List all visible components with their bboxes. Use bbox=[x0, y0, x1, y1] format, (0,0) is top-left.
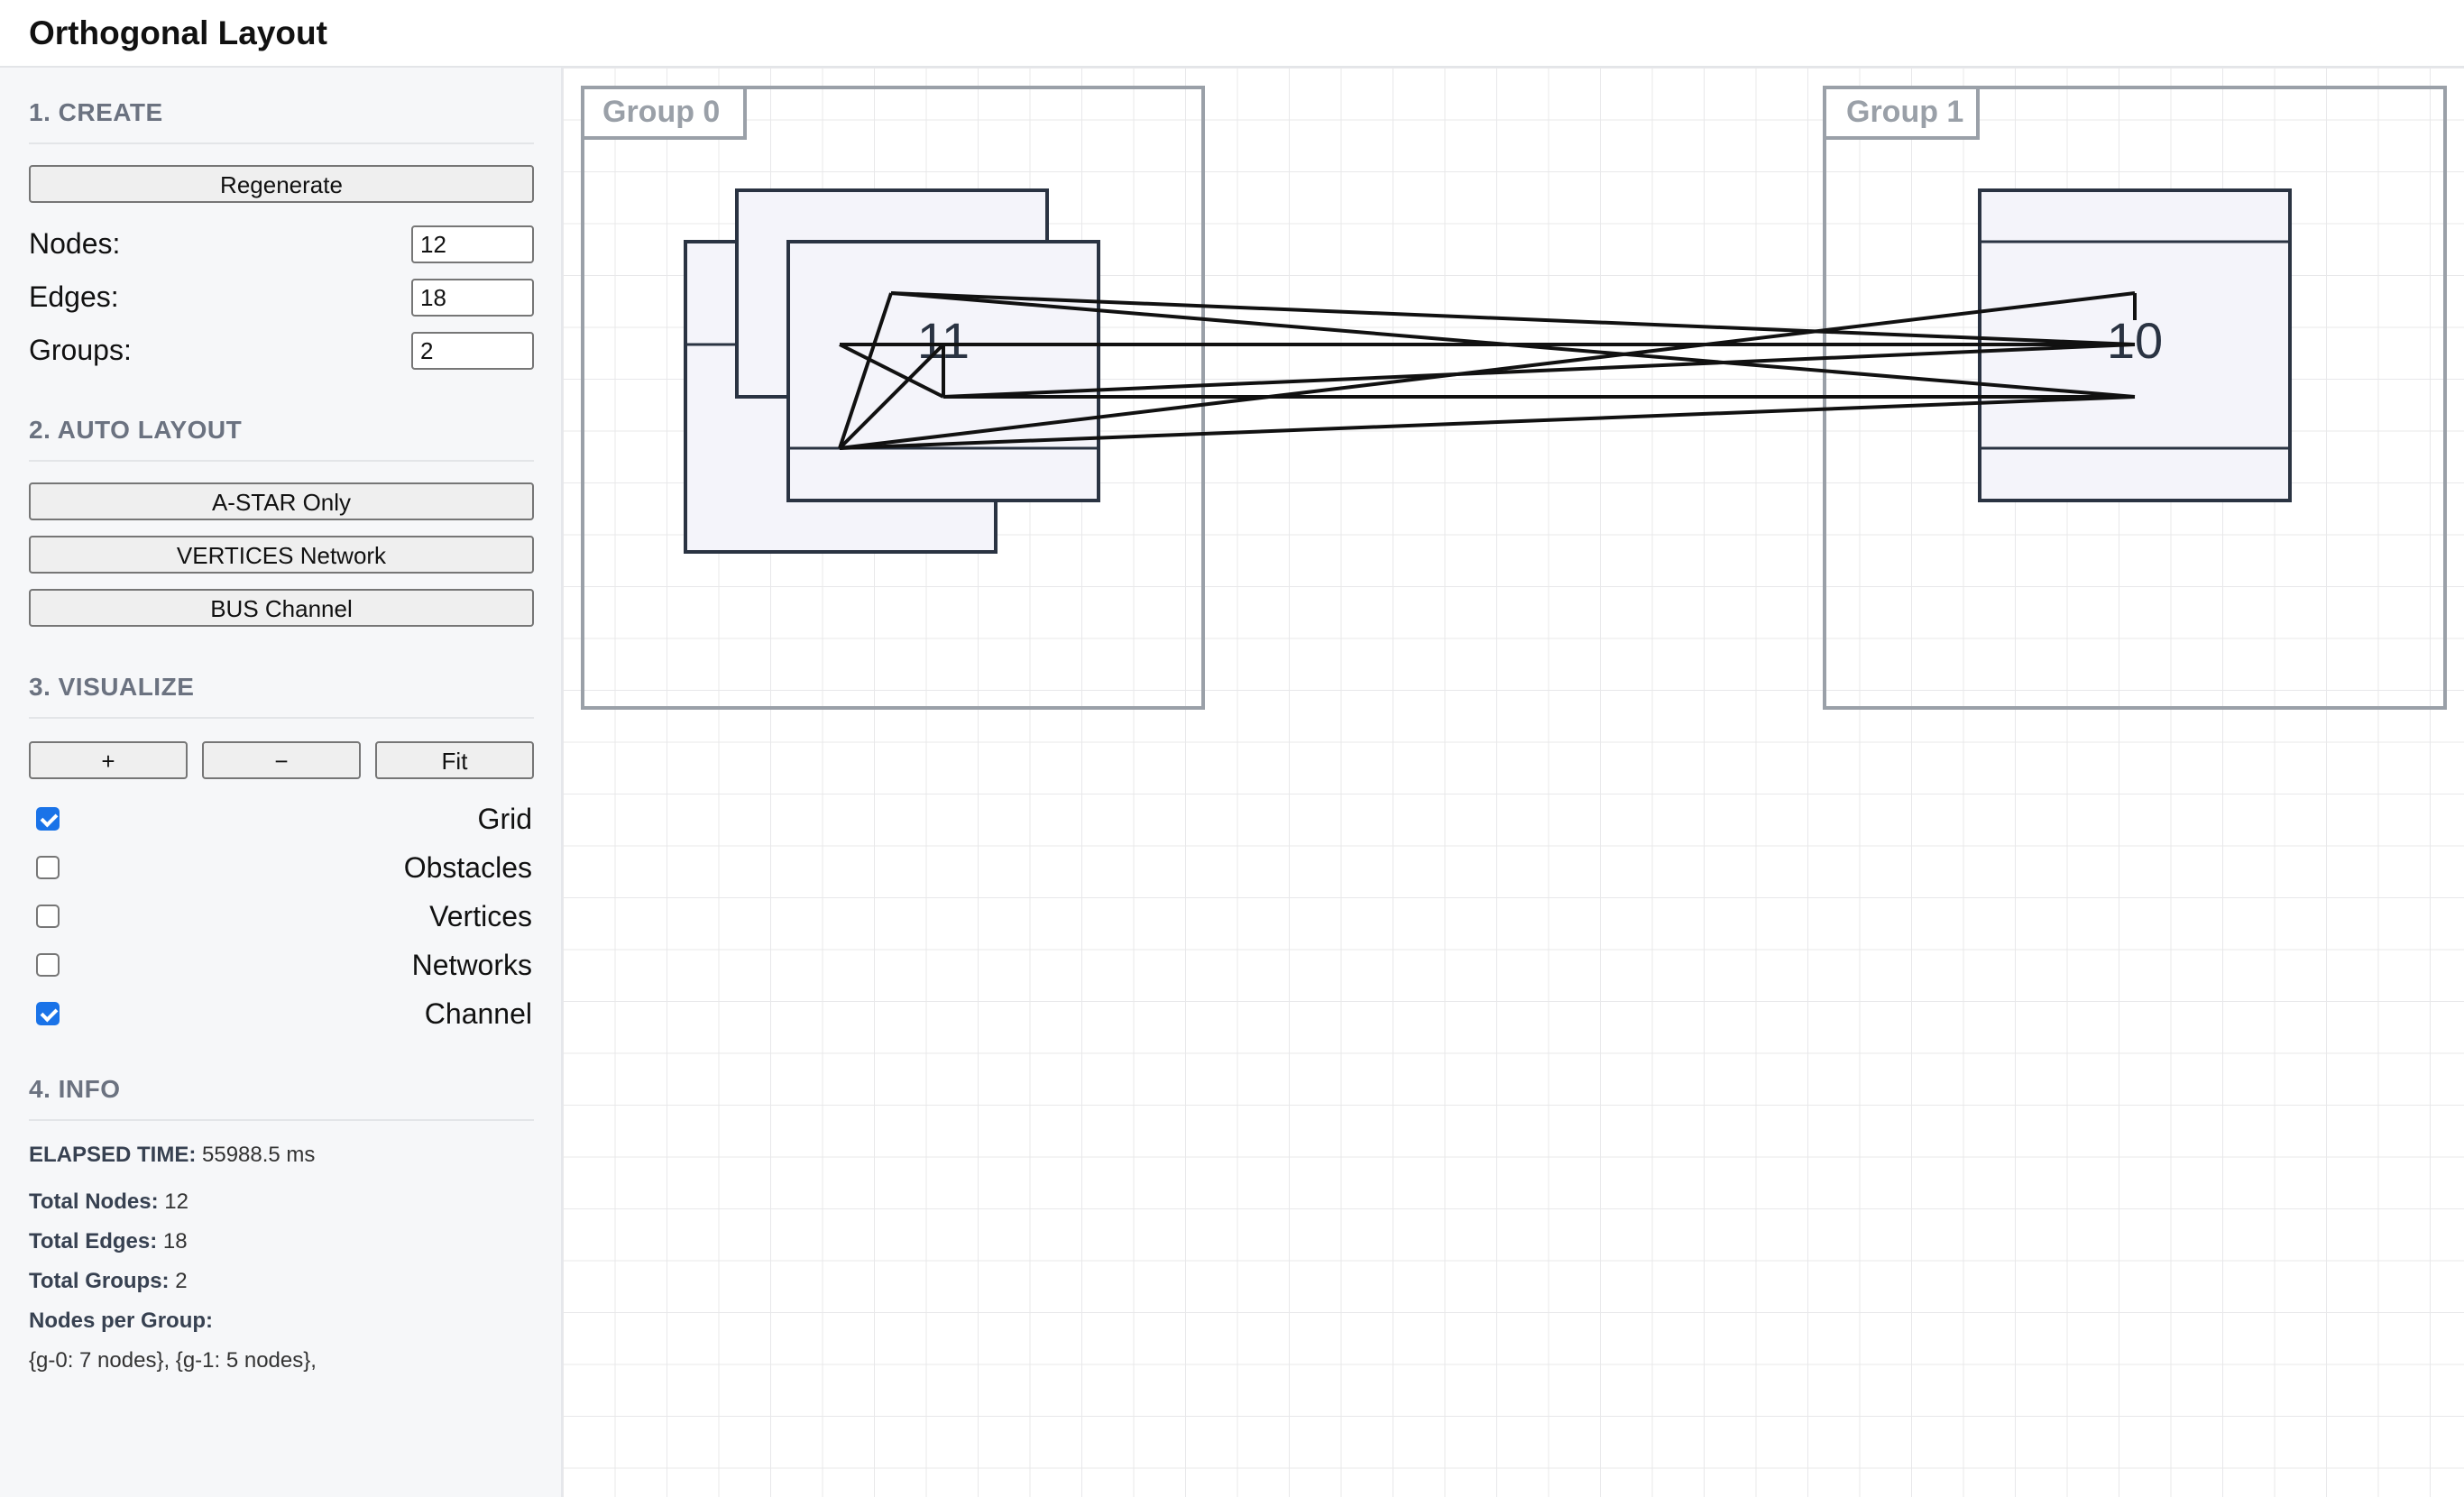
app-header: Orthogonal Layout bbox=[0, 0, 2464, 68]
info-value: 18 bbox=[157, 1229, 188, 1254]
info-label: Total Nodes: bbox=[29, 1189, 159, 1214]
section-divider bbox=[29, 717, 534, 719]
edges-input[interactable]: 18 bbox=[411, 279, 534, 317]
section-title-info: 4. INFO bbox=[29, 1075, 121, 1103]
edge bbox=[839, 395, 2136, 450]
edges bbox=[838, 291, 2137, 450]
groups-input[interactable]: 2 bbox=[411, 332, 534, 370]
zoom-in-button[interactable]: + bbox=[29, 741, 188, 779]
edge bbox=[890, 291, 2136, 346]
group-1-label-box bbox=[1823, 86, 1980, 140]
info-value: 55988.5 ms bbox=[196, 1143, 316, 1167]
edge bbox=[838, 343, 945, 450]
info-value: 12 bbox=[158, 1189, 188, 1214]
total-groups-info: Total Groups: 2 bbox=[29, 1267, 188, 1296]
edge bbox=[838, 292, 893, 449]
edge bbox=[839, 343, 944, 399]
channel-checkbox[interactable] bbox=[36, 1002, 60, 1025]
fit-button[interactable]: Fit bbox=[375, 741, 534, 779]
nodes-per-group-value: {g-0: 7 nodes}, {g-1: 5 nodes}, bbox=[29, 1348, 317, 1373]
section-divider bbox=[29, 1119, 534, 1121]
elapsed-time-info: ELAPSED TIME: 55988.5 ms bbox=[29, 1141, 315, 1170]
app-title: Orthogonal Layout bbox=[29, 14, 327, 51]
grid-checkbox-label: Grid bbox=[477, 803, 532, 835]
info-value: 2 bbox=[169, 1269, 188, 1293]
control-panel: 1. CREATE Regenerate Nodes: 12 Edges: 18… bbox=[0, 68, 563, 1497]
edge bbox=[942, 343, 2136, 399]
nodes-per-group-info: Nodes per Group: bbox=[29, 1307, 213, 1336]
section-title-create: 1. CREATE bbox=[29, 98, 163, 126]
networks-checkbox-label: Networks bbox=[411, 949, 532, 981]
diagram-svg[interactable]: Group 0 Group 1 11 10 bbox=[563, 68, 2464, 1497]
edge bbox=[839, 291, 2136, 450]
regenerate-button[interactable]: Regenerate bbox=[29, 165, 534, 203]
networks-checkbox[interactable] bbox=[36, 953, 60, 977]
bus-channel-button[interactable]: BUS Channel bbox=[29, 589, 534, 627]
grid-checkbox[interactable] bbox=[36, 807, 60, 831]
info-label: Nodes per Group: bbox=[29, 1309, 214, 1333]
section-title-auto-layout: 2. AUTO LAYOUT bbox=[29, 416, 243, 444]
group-1-label: Group 1 bbox=[1846, 95, 1963, 129]
nodes-label: Nodes: bbox=[29, 227, 121, 260]
group-0[interactable]: Group 0 bbox=[581, 86, 1205, 710]
obstacles-checkbox[interactable] bbox=[36, 856, 60, 879]
edges-label: Edges: bbox=[29, 280, 119, 313]
layout-canvas[interactable]: Group 0 Group 1 11 10 bbox=[563, 68, 2464, 1497]
group-0-label: Group 0 bbox=[602, 95, 720, 129]
nodes-input[interactable]: 12 bbox=[411, 225, 534, 263]
groups-label: Groups: bbox=[29, 334, 132, 366]
channel-checkbox-label: Channel bbox=[424, 997, 532, 1030]
total-nodes-info: Total Nodes: 12 bbox=[29, 1188, 188, 1217]
info-label: Total Edges: bbox=[29, 1229, 158, 1254]
obstacles-checkbox-label: Obstacles bbox=[403, 851, 532, 884]
group-0-label-box bbox=[581, 86, 747, 140]
vertices-checkbox[interactable] bbox=[36, 905, 60, 928]
astar-only-button[interactable]: A-STAR Only bbox=[29, 482, 534, 520]
section-title-visualize: 3. VISUALIZE bbox=[29, 673, 195, 701]
section-divider bbox=[29, 460, 534, 462]
info-label: ELAPSED TIME: bbox=[29, 1143, 197, 1167]
vertices-checkbox-label: Vertices bbox=[429, 900, 532, 932]
info-label: Total Groups: bbox=[29, 1269, 170, 1293]
group-1[interactable]: Group 1 bbox=[1823, 86, 2447, 710]
total-edges-info: Total Edges: 18 bbox=[29, 1227, 188, 1256]
zoom-out-button[interactable]: − bbox=[202, 741, 361, 779]
node-label: 10 bbox=[2107, 312, 2163, 369]
section-divider bbox=[29, 142, 534, 144]
vertices-network-button[interactable]: VERTICES Network bbox=[29, 536, 534, 574]
